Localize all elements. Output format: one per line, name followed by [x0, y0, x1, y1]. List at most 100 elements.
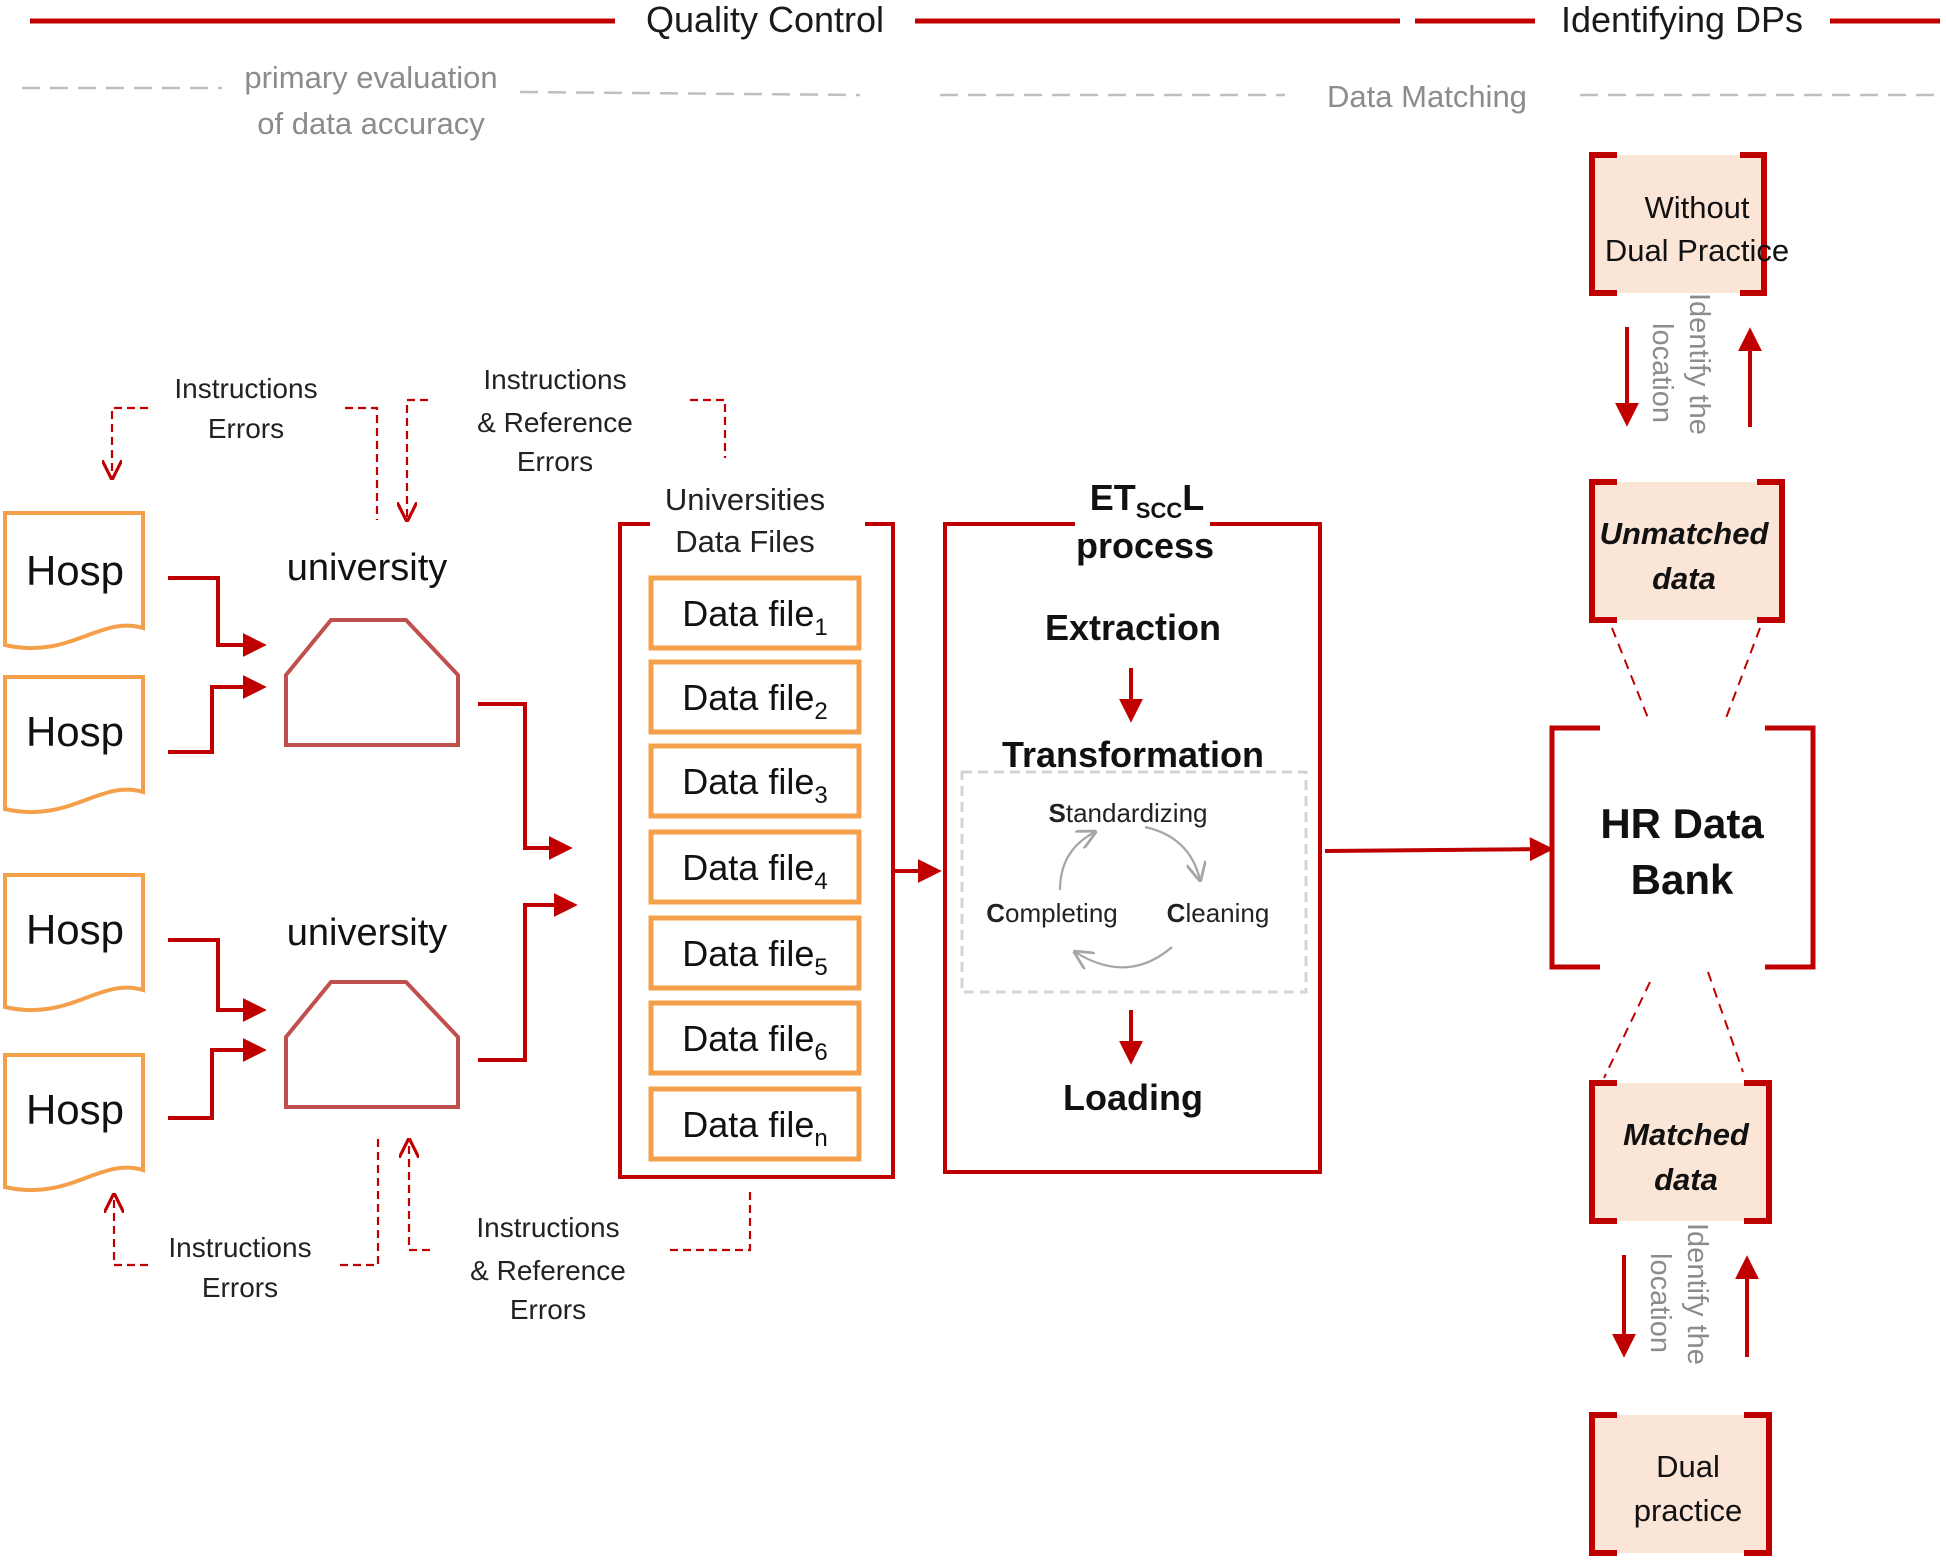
notes: Instructions Errors Instructions & Refer…: [168, 364, 632, 1325]
data-file-subscript: n: [814, 1125, 827, 1152]
box-brackets: [1589, 1080, 1772, 1224]
feedback-connectors: [112, 398, 752, 1267]
note-text: Instructions: [174, 373, 317, 404]
hospital-document: Hosp: [2, 511, 145, 651]
quality-control-heading: Quality Control: [646, 0, 884, 40]
unmatched-data-box: Unmatched data: [1589, 479, 1785, 623]
cleaning-initial: C: [1167, 898, 1186, 928]
hospital-label: Hosp: [26, 547, 124, 594]
data-file-name: Data file: [682, 847, 814, 888]
data-file-name: Data file: [682, 677, 814, 718]
box-fill: [1592, 1083, 1769, 1221]
flow-arrow: [168, 675, 267, 754]
data-file-name: Data file: [682, 761, 814, 802]
data-file-box: Data file3: [648, 743, 862, 819]
data-matching-text: Data Matching: [1327, 79, 1527, 114]
note-text: Instructions: [483, 364, 626, 395]
data-file-frame: [648, 829, 862, 905]
feedback-arrow: [114, 1195, 148, 1267]
feedback-line: [345, 406, 379, 520]
box-label: practice: [1634, 1493, 1743, 1528]
flow-connectors: [168, 576, 1554, 1120]
note-text: & Reference: [477, 407, 633, 438]
flow-arrow: [478, 893, 578, 1062]
note-text: Errors: [517, 446, 593, 477]
note-text: Instructions: [476, 1212, 619, 1243]
data-file-name: Data file: [682, 933, 814, 974]
cleaning-label: Cleaning: [1167, 898, 1270, 928]
feedback-arrow: [409, 1140, 430, 1252]
university-label: university: [287, 547, 448, 589]
box-fill: [1592, 1415, 1769, 1553]
data-file-subscript: 3: [814, 782, 827, 809]
box-label: Dual Practice: [1605, 233, 1789, 268]
hospital-label: Hosp: [26, 1086, 124, 1133]
feedback-arrow: [407, 398, 428, 520]
flow-arrow: [168, 1038, 267, 1120]
box-label: Without: [1644, 190, 1749, 225]
loading-step: Loading: [1063, 1077, 1203, 1118]
flow-arrow: [168, 576, 267, 657]
feedback-line: [340, 1135, 380, 1267]
bank-link: [1603, 981, 1651, 1079]
without-dual-practice-box: Without Dual Practice: [1589, 152, 1789, 296]
bank-brackets: [1549, 725, 1816, 970]
data-file-subscript: 2: [814, 698, 827, 725]
box-brackets: [1589, 152, 1767, 296]
bank-bracket-left: [1549, 725, 1600, 970]
feedback-arrow: [112, 406, 148, 478]
bank-link: [1707, 971, 1744, 1073]
data-files-container: [618, 522, 895, 1179]
data-file-name: Data file: [682, 1018, 814, 1059]
data-file-subscript: 4: [814, 868, 827, 895]
etl-title-subscript: SCC: [1136, 498, 1183, 523]
matched-data-box: Matched data: [1589, 1080, 1772, 1224]
hospital-document: Hosp: [3, 675, 145, 815]
data-file-box: Data filen: [648, 1086, 862, 1162]
data-file-name: Data file: [682, 593, 814, 634]
box-label: data: [1654, 1162, 1718, 1197]
data-file-frame: [648, 1000, 862, 1076]
identify-label: location: [1644, 1253, 1676, 1353]
box-label: Dual: [1656, 1449, 1720, 1484]
data-file-frame: [648, 1086, 862, 1162]
box-label: data: [1652, 561, 1716, 596]
flow-arrow: [1324, 837, 1554, 862]
bank-bracket-right: [1765, 725, 1816, 970]
note-text: Errors: [510, 1294, 586, 1325]
cycle-arrow: [1075, 946, 1173, 967]
etl-title: ETSCCL: [1090, 477, 1204, 523]
feedback-line: [690, 398, 727, 458]
primary-evaluation-text: of data accuracy: [257, 106, 485, 141]
completing-rest: ompleting: [1005, 898, 1118, 928]
identify-label: location: [1646, 323, 1678, 423]
cleaning-rest: leaning: [1185, 898, 1269, 928]
data-file-box: Data file1: [648, 575, 862, 651]
data-file-label: Data file5: [682, 933, 827, 981]
identifying-dps-heading: Identifying DPs: [1561, 0, 1803, 40]
note-text: & Reference: [470, 1255, 626, 1286]
bank-label: HR Data: [1600, 800, 1764, 847]
etl-title-main: ET: [1090, 477, 1136, 518]
subheader-dash: [519, 90, 861, 97]
etl-title-end: L: [1182, 477, 1204, 518]
standardizing-rest: tandardizing: [1066, 798, 1208, 828]
primary-evaluation-text: primary evaluation: [244, 60, 497, 95]
data-files-title: Universities: [665, 482, 825, 517]
box-brackets: [1589, 1412, 1772, 1556]
box-label: Unmatched: [1600, 516, 1770, 551]
bank-links: [1603, 627, 1761, 1079]
data-file-label: Data file3: [682, 761, 827, 809]
data-file-frame: [648, 915, 862, 991]
bank-label: Bank: [1631, 856, 1734, 903]
completing-initial: C: [986, 898, 1005, 928]
box-label: Matched: [1623, 1117, 1750, 1152]
hr-data-bank: HR Data Bank: [1549, 725, 1816, 970]
bank-link: [1611, 627, 1649, 719]
data-file-label: Data filen: [682, 1104, 827, 1152]
bank-link: [1725, 627, 1761, 719]
hospital-documents: Hosp Hosp Hosp Hosp: [2, 511, 145, 1193]
identify-label: Identify the: [1681, 1223, 1713, 1365]
